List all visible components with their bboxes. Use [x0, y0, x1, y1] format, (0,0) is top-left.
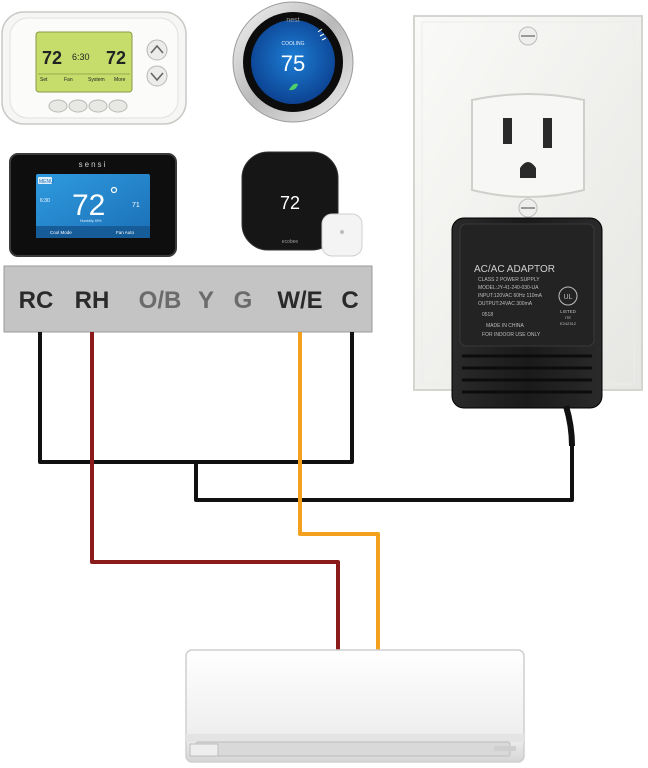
wire-black-rc-c	[38, 332, 354, 464]
adaptor-line: MADE IN CHINA	[486, 323, 524, 329]
terminal-label-o-b: O/B	[139, 287, 182, 314]
sensi-screen	[36, 174, 150, 238]
adaptor-line: MODEL:JY-41-240-030-UA	[478, 285, 539, 291]
nest-dial-ticks	[317, 28, 327, 41]
ul-file-number: E242312	[560, 321, 577, 326]
adaptor-line: 0518	[482, 312, 493, 318]
adaptor-line: CLASS 2 POWER SUPPLY	[478, 277, 540, 283]
sensi-time: 6:30	[40, 198, 50, 204]
nest-face	[251, 20, 335, 104]
adaptor-line: OUTPUT:24VAC 300mA	[478, 301, 533, 307]
nest-temperature: 75	[281, 51, 305, 76]
wire-red-rh	[90, 332, 340, 650]
leaf-icon	[289, 83, 298, 91]
wire-orange-we	[298, 332, 380, 650]
down-arrow-icon	[146, 65, 168, 87]
outlet-slot	[543, 118, 552, 148]
honeywell-button	[88, 99, 108, 113]
hvac-badge	[494, 746, 516, 751]
honeywell-room-temp: 72	[106, 48, 126, 68]
adaptor-line: FOR INDOOR USE ONLY	[482, 332, 541, 338]
honeywell-screen	[35, 31, 133, 93]
outlet-slot	[503, 118, 512, 144]
honeywell-time: 6:30	[72, 52, 90, 62]
sensi-fan: Fan Auto	[116, 230, 135, 235]
wires	[38, 332, 574, 650]
terminal-label-c: C	[341, 287, 358, 314]
adaptor-ribs	[462, 354, 592, 394]
honeywell-button	[68, 99, 88, 113]
adaptor-specs: CLASS 2 POWER SUPPLY MODEL:JY-41-240-030…	[478, 277, 543, 338]
honeywell-label: More	[114, 77, 126, 83]
adaptor-title: AC/AC ADAPTOR	[474, 264, 555, 275]
honeywell-button	[108, 99, 128, 113]
cord-strain-relief	[563, 405, 575, 447]
sensi-brand: sensi	[79, 160, 108, 169]
honeywell-thermostat: 72 6:30 72 Set Fan System More	[1, 11, 187, 125]
sensi-setpoint: 71	[132, 202, 140, 209]
sensi-mode: Cool Mode	[50, 230, 72, 235]
ecobee-brand: ecobee	[282, 239, 299, 245]
honeywell-arrow-buttons	[146, 39, 168, 87]
honeywell-setpoint: 72	[42, 48, 62, 68]
terminal-label-rh: RH	[75, 287, 110, 314]
ac-adaptor: AC/AC ADAPTOR CLASS 2 POWER SUPPLY MODEL…	[451, 217, 603, 447]
sensi-temperature: 72	[72, 189, 105, 222]
room-sensor	[321, 213, 363, 257]
receptacle	[471, 93, 585, 198]
hvac-unit	[185, 649, 525, 763]
adaptor-line: INPUT:120VAC 60Hz 110mA	[478, 293, 543, 299]
up-arrow-icon	[146, 39, 168, 61]
honeywell-bottom-buttons	[48, 99, 128, 113]
degree-icon	[110, 186, 118, 194]
terminal-label-g: G	[234, 287, 253, 314]
honeywell-screen-labels: Set Fan System More	[40, 77, 126, 83]
nest-mode: COOLING	[281, 41, 304, 47]
sensi-thermostat: sensi MENU 6:30 72 71 Humidity 49% Cool …	[9, 153, 177, 257]
honeywell-label: Fan	[64, 77, 73, 83]
honeywell-label: System	[88, 77, 105, 83]
ground-hole	[520, 162, 536, 178]
ul-listed-sub: ITE	[565, 315, 572, 320]
sensi-humidity: Humidity 49%	[80, 219, 102, 223]
ul-mark: UL	[564, 294, 573, 301]
ul-listed: LISTED	[560, 309, 577, 314]
sensi-menu: MENU	[39, 179, 54, 185]
wire-black-to-adaptor	[194, 446, 574, 502]
hvac-display	[189, 743, 219, 757]
honeywell-label: Set	[40, 77, 48, 83]
nest-brand: nest	[286, 17, 299, 24]
terminal-label-rc: RC	[19, 287, 54, 314]
honeywell-button	[48, 99, 68, 113]
nest-thermostat: nest COOLING 75	[232, 1, 354, 123]
ecobee-temperature: 72	[280, 193, 300, 213]
terminal-label-w-e: W/E	[277, 287, 322, 314]
ecobee-thermostat: 72 ecobee	[241, 151, 363, 257]
ul-mark-icon	[558, 286, 578, 306]
terminal-label-y: Y	[198, 287, 214, 314]
